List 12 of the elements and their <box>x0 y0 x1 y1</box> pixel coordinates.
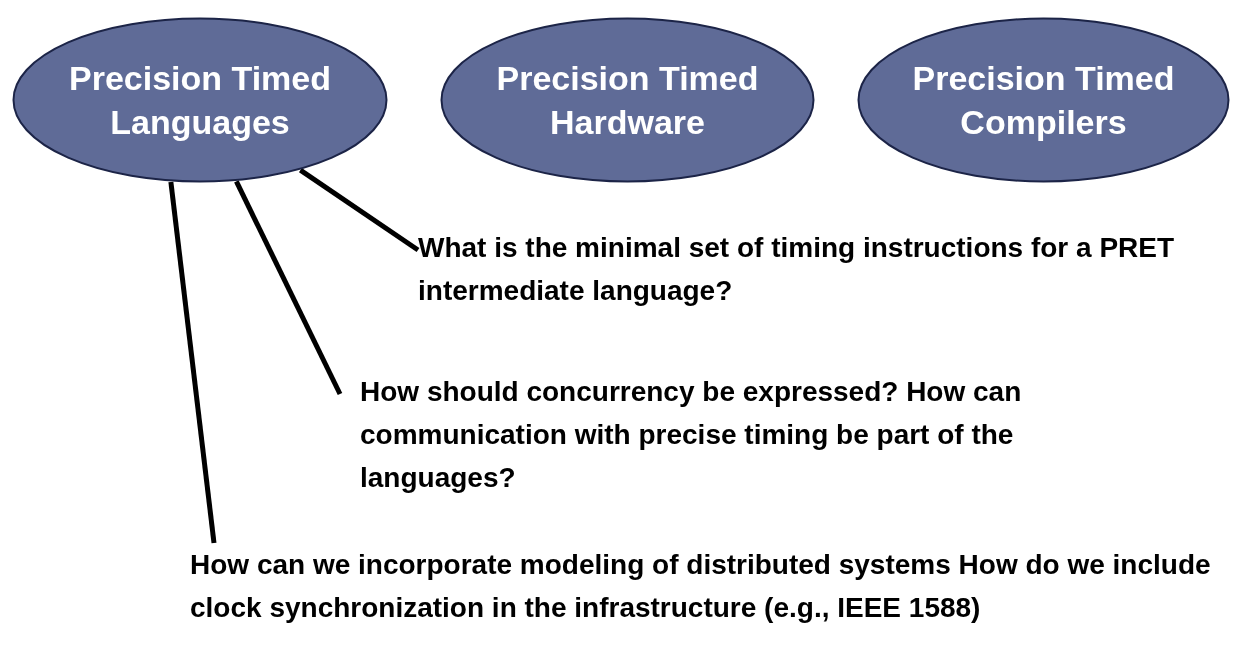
topic-ellipse <box>12 17 388 183</box>
leader-line <box>234 180 343 396</box>
question-text: What is the minimal set of timing instructions for a PRET intermediate language? <box>418 231 1176 308</box>
question-text: How can we incorporate modeling of distributed systems How do we include clock synchronization in the infrastructure (e.g., IEEE 1588) <box>190 548 1212 625</box>
topic-ellipse <box>440 17 815 183</box>
question-text: How should concurrency be expressed? How can communication with precise timing be part of the languages? <box>360 375 1023 495</box>
topic-title: Precision Timed Languages <box>68 58 332 143</box>
topic-ellipse <box>857 17 1230 183</box>
leader-line <box>298 168 420 253</box>
topic-title: Precision Timed Compilers <box>911 58 1176 143</box>
topic-title: Precision Timed Hardware <box>495 58 760 143</box>
leader-line <box>168 181 217 544</box>
